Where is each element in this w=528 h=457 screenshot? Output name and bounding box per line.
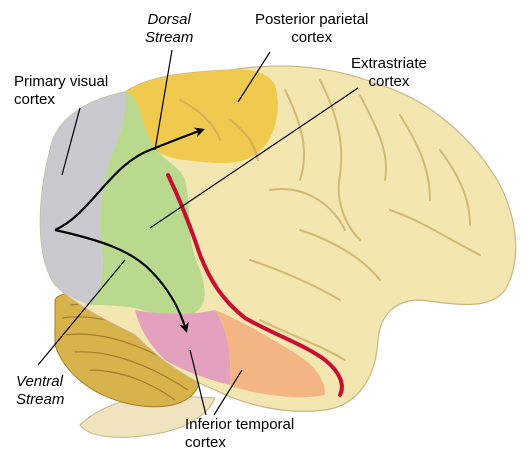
ventral-stream-label-line1: Ventral bbox=[16, 373, 64, 391]
primary-visual-label: Primary visual cortex bbox=[14, 73, 108, 109]
posterior-parietal-label: Posterior parietal cortex bbox=[255, 11, 368, 47]
inferior-temporal-label-line2: cortex bbox=[185, 434, 294, 452]
ventral-stream-label: Ventral Stream bbox=[16, 373, 64, 409]
extrastriate-label: Extrastriate cortex bbox=[351, 55, 427, 91]
posterior-parietal-label-line1: Posterior parietal bbox=[255, 11, 368, 29]
extrastriate-label-line1: Extrastriate bbox=[351, 55, 427, 73]
dorsal-stream-label-line2: Stream bbox=[145, 29, 193, 47]
posterior-parietal-label-line2: cortex bbox=[255, 29, 368, 47]
primary-visual-label-line2: cortex bbox=[14, 91, 108, 109]
ventral-stream-label-line2: Stream bbox=[16, 391, 64, 409]
dorsal-stream-label: Dorsal Stream bbox=[145, 11, 193, 47]
inferior-temporal-label: Inferior temporal cortex bbox=[185, 416, 294, 452]
inferior-temporal-label-line1: Inferior temporal bbox=[185, 416, 294, 434]
primary-visual-label-line1: Primary visual bbox=[14, 73, 108, 91]
extrastriate-label-line2: cortex bbox=[351, 73, 427, 91]
dorsal-stream-label-line1: Dorsal bbox=[145, 11, 193, 29]
